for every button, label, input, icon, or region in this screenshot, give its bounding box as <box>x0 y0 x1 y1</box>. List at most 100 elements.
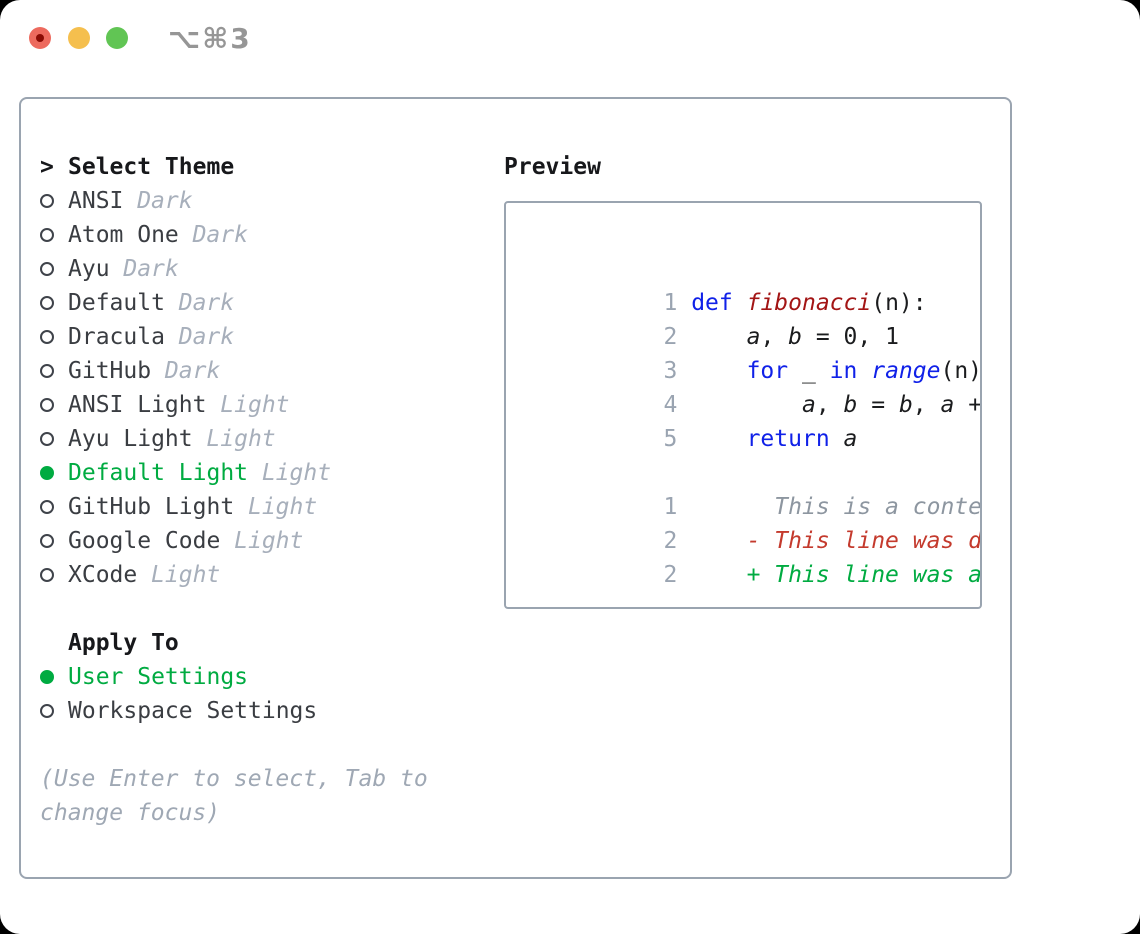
theme-variant: Light <box>206 426 276 452</box>
code-token: (n): <box>940 358 982 384</box>
code-token: fibonacci <box>746 290 872 316</box>
code-token <box>857 358 871 384</box>
theme-variant: Dark <box>178 324 235 350</box>
code-token: + This line was added. <box>746 562 982 588</box>
apply-option-label: Workspace Settings <box>68 698 318 724</box>
code-token: , <box>815 392 844 418</box>
help-text-line-2: change focus) <box>40 800 221 826</box>
theme-variant: Dark <box>123 256 179 282</box>
radio-unselected-icon <box>40 262 68 276</box>
theme-name: Default <box>68 290 165 316</box>
code-token <box>733 290 747 316</box>
select-theme-header: >Select Theme <box>40 150 504 184</box>
titlebar: ⌥⌘3 <box>0 0 1140 97</box>
preview-box: 1 def fibonacci(n): 2 a, b = 0, 1 3 for … <box>504 201 982 609</box>
code-line-3: 3 for _ in range(n): <box>525 320 980 384</box>
theme-item-ansi-dark[interactable]: ANSI Dark <box>40 184 504 218</box>
diff-added-line: 2 + This line was added. <box>525 524 980 588</box>
code-token: def <box>691 290 733 316</box>
spacer <box>40 728 504 762</box>
code-token: , <box>760 324 789 350</box>
code-token: range <box>871 358 941 384</box>
code-line-1: 1 def fibonacci(n): <box>525 252 980 316</box>
theme-variant: Dark <box>178 290 235 316</box>
theme-name: GitHub <box>68 358 152 384</box>
code-line-2: 2 a, b = 0, 1 <box>525 286 980 350</box>
radio-unselected-icon <box>40 364 68 378</box>
code-token: - This line was deleted. <box>746 528 982 554</box>
theme-variant: Light <box>234 528 304 554</box>
code-token: b <box>843 392 858 418</box>
code-token: a <box>843 426 858 452</box>
radio-unselected-icon <box>40 432 68 446</box>
theme-item-google-code-light[interactable]: Google Code Light <box>40 524 504 558</box>
code-token: This is a context line. <box>774 494 982 520</box>
close-button[interactable] <box>29 27 51 49</box>
theme-name: ANSI <box>68 188 124 214</box>
code-token: a <box>940 392 955 418</box>
code-token: 2 <box>663 562 678 588</box>
window-title: ⌥⌘3 <box>168 22 252 55</box>
apply-option-workspace-settings[interactable]: Workspace Settings <box>40 694 504 728</box>
diff-deleted-line: 2 - This line was deleted. <box>525 490 980 554</box>
theme-name: Dracula <box>68 324 165 350</box>
theme-item-xcode-light[interactable]: XCode Light <box>40 558 504 592</box>
code-token: , <box>912 392 941 418</box>
theme-name: ANSI Light <box>68 392 207 418</box>
theme-list-column: >Select Theme ANSI Dark Atom One Dark Ay… <box>40 150 504 877</box>
theme-name: Atom One <box>68 222 179 248</box>
code-token <box>691 392 802 418</box>
zoom-button[interactable] <box>106 27 128 49</box>
radio-unselected-icon <box>40 398 68 412</box>
theme-item-github-dark[interactable]: GitHub Dark <box>40 354 504 388</box>
theme-item-default-light[interactable]: Default Light Light <box>40 456 504 490</box>
code-token: 2 <box>663 324 692 350</box>
theme-item-default-dark[interactable]: Default Dark <box>40 286 504 320</box>
theme-variant: Dark <box>192 222 248 248</box>
code-token: 1 <box>663 290 692 316</box>
code-line-5: 5 return a <box>525 388 980 452</box>
theme-item-ansi-light[interactable]: ANSI Light Light <box>40 388 504 422</box>
close-dot-icon <box>36 34 44 42</box>
theme-variant: Dark <box>137 188 193 214</box>
code-token: _ <box>788 358 830 384</box>
code-token: b <box>898 392 913 418</box>
code-token <box>830 426 844 452</box>
code-token: 3 <box>663 358 692 384</box>
radio-unselected-icon <box>40 330 68 344</box>
code-token: = 0, 1 <box>802 324 899 350</box>
code-token: in <box>829 358 858 384</box>
apply-to-header: Apply To <box>68 630 179 656</box>
select-theme-header-label: Select Theme <box>68 154 235 180</box>
theme-name: GitHub Light <box>68 494 235 520</box>
code-token: return <box>746 426 830 452</box>
theme-item-github-light[interactable]: GitHub Light Light <box>40 490 504 524</box>
code-token: 2 <box>663 528 678 554</box>
code-token: b <box>788 324 802 350</box>
theme-item-ayu-light[interactable]: Ayu Light Light <box>40 422 504 456</box>
diff-context-line: 1 This is a context line. <box>525 456 980 520</box>
radio-unselected-icon <box>40 568 68 582</box>
apply-option-label: User Settings <box>68 664 249 690</box>
theme-item-ayu-dark[interactable]: Ayu Dark <box>40 252 504 286</box>
code-token: + <box>968 392 982 418</box>
code-token: (n): <box>871 290 927 316</box>
preview-column: Preview 1 def fibonacci(n): 2 a, b = 0, … <box>504 150 986 877</box>
theme-name: Default Light <box>68 460 249 486</box>
apply-option-user-settings[interactable]: User Settings <box>40 660 504 694</box>
radio-unselected-icon <box>40 296 68 310</box>
code-token: 5 <box>663 426 692 452</box>
theme-item-atom-one-dark[interactable]: Atom One Dark <box>40 218 504 252</box>
theme-name: XCode <box>68 562 138 588</box>
code-token <box>691 324 746 350</box>
radio-selected-icon <box>40 466 68 480</box>
theme-variant: Dark <box>164 358 221 384</box>
minimize-button[interactable] <box>68 27 90 49</box>
code-line-4: 4 a, b = b, a + b <box>525 354 980 418</box>
theme-variant: Light <box>247 494 318 520</box>
radio-unselected-icon <box>40 194 68 208</box>
theme-item-dracula-dark[interactable]: Dracula Dark <box>40 320 504 354</box>
theme-name: Ayu <box>68 256 110 282</box>
theme-name: Ayu Light <box>68 426 193 452</box>
code-token: 4 <box>663 392 692 418</box>
